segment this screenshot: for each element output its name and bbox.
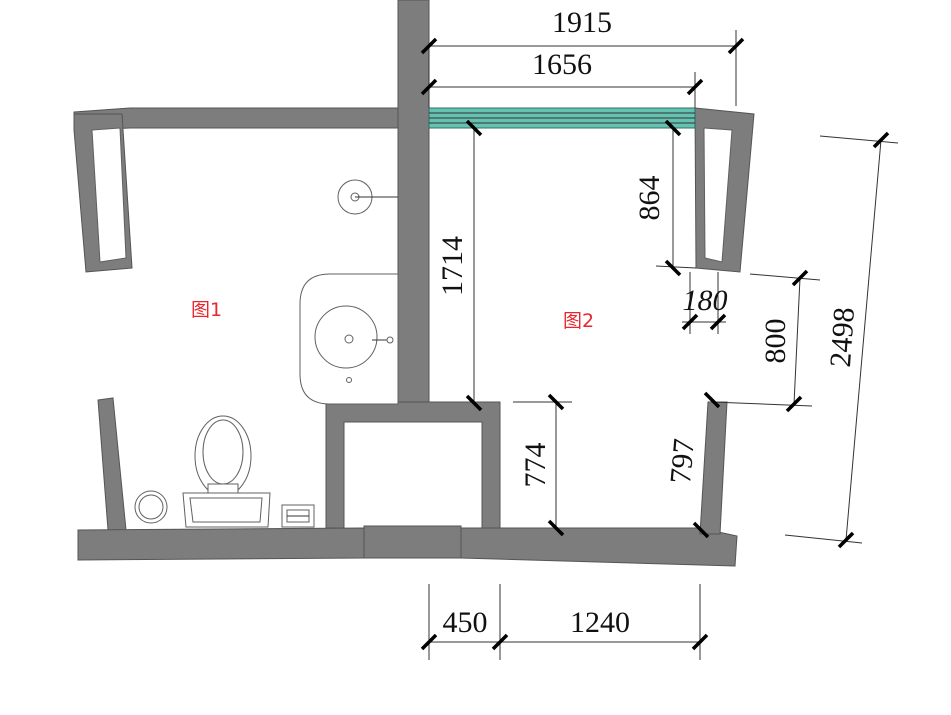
dimension-bottom: 450 1240 bbox=[420, 584, 709, 660]
dimension-right-total: 2498 bbox=[784, 131, 899, 549]
dimension-lower-right: 797 bbox=[664, 391, 721, 539]
dim-label-right-total: 2498 bbox=[824, 306, 861, 368]
dim-label-jamb: 180 bbox=[683, 284, 728, 317]
washbasin-icon bbox=[299, 273, 399, 405]
dimension-jamb: 180 bbox=[681, 272, 728, 334]
dim-label-right-upper: 864 bbox=[633, 176, 666, 221]
central-partition-wall bbox=[397, 0, 430, 411]
right-wall-lower bbox=[699, 401, 728, 535]
dim-label-lower-right: 797 bbox=[664, 437, 701, 485]
right-window-recess bbox=[703, 127, 733, 263]
bottom-wall-right bbox=[460, 527, 738, 567]
left-wall-lower bbox=[97, 397, 127, 531]
room-label-2: 图2 bbox=[563, 310, 594, 332]
left-window-recess bbox=[91, 127, 127, 263]
dim-label-bottom-right: 1240 bbox=[570, 606, 630, 639]
dim-label-lower-left: 774 bbox=[519, 443, 552, 488]
paper-holder-icon bbox=[281, 504, 315, 528]
dimension-door-opening: 800 bbox=[711, 269, 821, 413]
fixtures bbox=[134, 179, 399, 528]
top-window bbox=[428, 107, 696, 129]
room-label-1: 图1 bbox=[191, 299, 222, 321]
dim-label-partition-height: 1714 bbox=[436, 236, 469, 296]
dimension-lower-left: 774 bbox=[513, 393, 572, 537]
toilet-icon bbox=[182, 415, 271, 528]
cabinet-enclosure-wall bbox=[325, 401, 501, 529]
walls bbox=[73, 0, 755, 567]
dim-label-top-inner: 1656 bbox=[532, 48, 592, 81]
dimension-top-inner: 1656 bbox=[420, 48, 704, 108]
dimension-right-upper: 864 bbox=[633, 119, 697, 277]
dim-label-top-outer: 1915 bbox=[552, 6, 612, 39]
dim-label-door-opening: 800 bbox=[759, 319, 792, 364]
bottom-wall bbox=[77, 527, 365, 561]
floor-drain-icon bbox=[134, 490, 168, 524]
dim-label-bottom-left: 450 bbox=[443, 606, 488, 639]
dimension-top-outer: 1915 bbox=[420, 6, 745, 108]
shower-head-icon bbox=[337, 179, 398, 215]
dimension-partition-height: 1714 bbox=[436, 119, 483, 412]
bottom-wall-middle bbox=[363, 525, 462, 559]
